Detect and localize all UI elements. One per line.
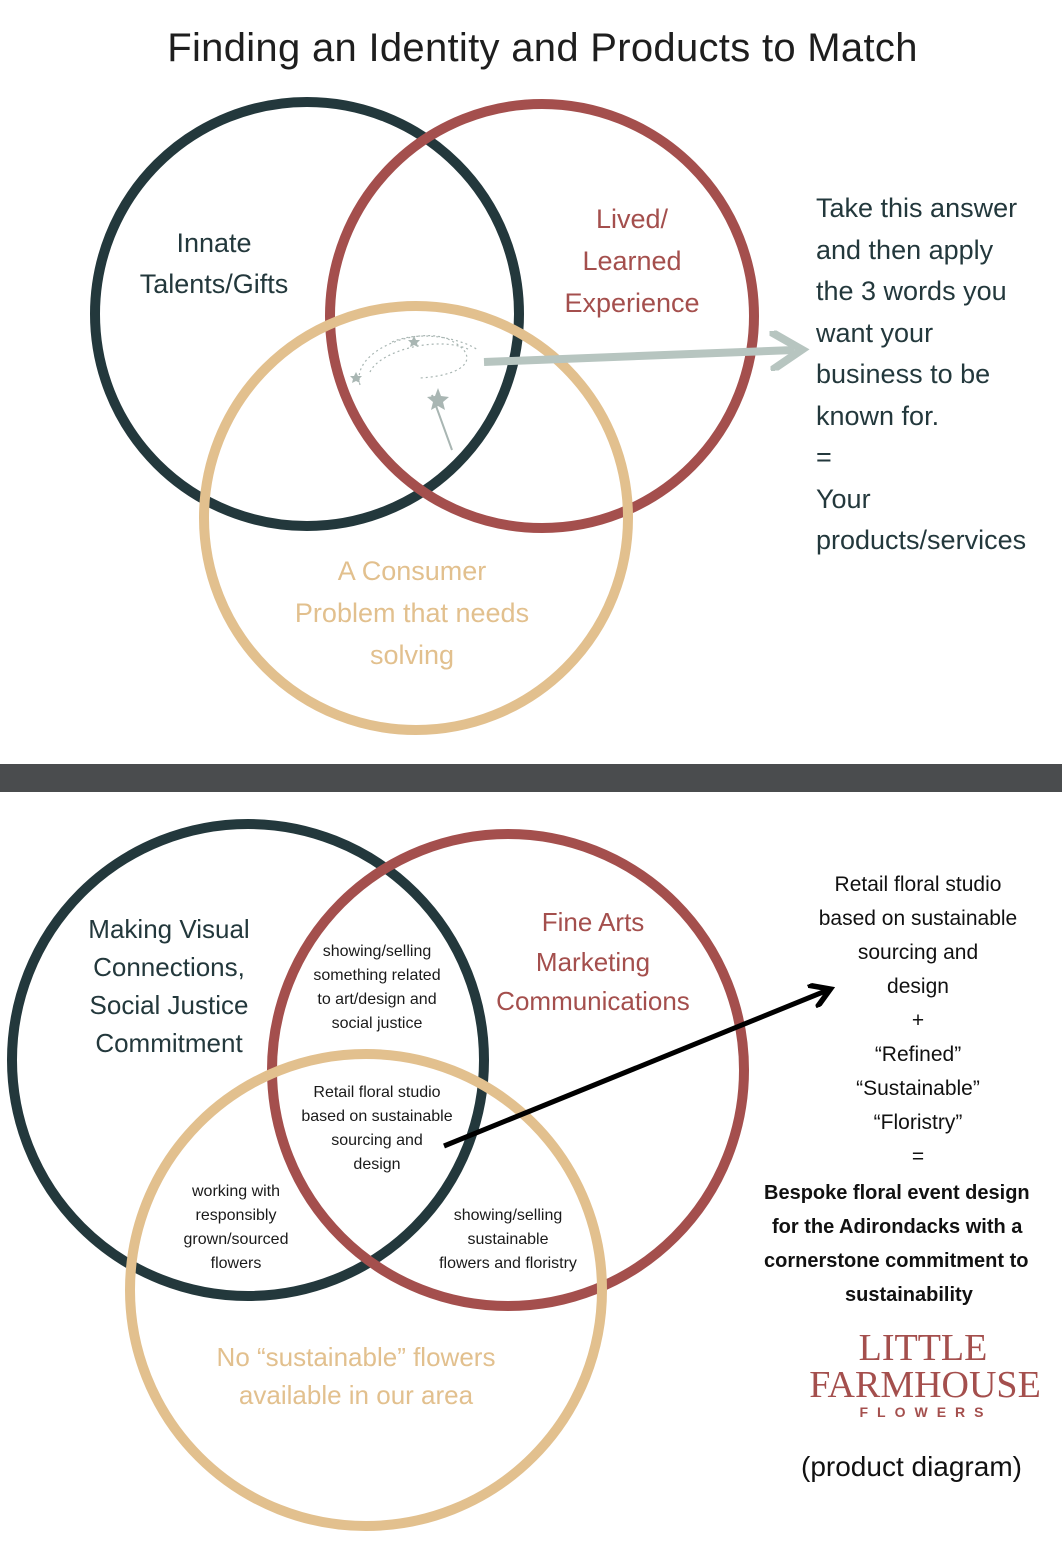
text-line: Fine Arts — [482, 903, 704, 943]
text-line: No “sustainable” flowers — [180, 1338, 532, 1376]
bottom-side-bold-text: Bespoke floral event design for the Adir… — [764, 1176, 1062, 1312]
text-line: sustainable — [426, 1228, 590, 1252]
text-line: Take this answer — [816, 188, 1026, 230]
text-line: and then apply — [816, 230, 1026, 272]
text-line: “Sustainable” — [792, 1072, 1044, 1106]
label-overlap-center: Retail floral studio based on sustainabl… — [287, 1081, 467, 1177]
text-line: + — [792, 1004, 1044, 1038]
text-line: business to be — [816, 354, 1026, 396]
section-divider — [0, 764, 1062, 792]
text-line: sourcing and — [287, 1129, 467, 1153]
text-line: Experience — [532, 282, 732, 324]
text-line: Bespoke floral event design — [764, 1176, 1062, 1210]
label-fine-arts: Fine Arts Marketing Communications — [482, 903, 704, 1022]
text-line: Social Justice — [58, 986, 280, 1024]
label-making-visual-connections: Making Visual Connections, Social Justic… — [58, 910, 280, 1062]
label-consumer-problem: A Consumer Problem that needs solving — [262, 550, 562, 676]
text-line: sustainability — [764, 1278, 1062, 1312]
text-line: showing/selling — [297, 940, 457, 964]
text-line: A Consumer — [262, 550, 562, 592]
text-line: Commitment — [58, 1024, 280, 1062]
text-line: Marketing — [482, 943, 704, 983]
label-lived-experience: Lived/ Learned Experience — [532, 198, 732, 324]
text-line: known for. — [816, 396, 1026, 438]
text-line: want your — [816, 313, 1026, 355]
text-line: “Refined” — [792, 1038, 1044, 1072]
text-line: Connections, — [58, 948, 280, 986]
text-line: showing/selling — [426, 1204, 590, 1228]
text-line: Learned — [532, 240, 732, 282]
text-line: something related — [297, 964, 457, 988]
text-line: Retail floral studio — [287, 1081, 467, 1105]
text-line: sourcing and — [792, 936, 1044, 970]
text-line: Lived/ — [532, 198, 732, 240]
logo-line: FARMHOUSE — [780, 1366, 1062, 1404]
text-line: cornerstone commitment to — [764, 1244, 1062, 1278]
text-line: flowers — [166, 1252, 306, 1276]
text-line: based on sustainable — [792, 902, 1044, 936]
label-no-sustainable-flowers: No “sustainable” flowers available in ou… — [180, 1338, 532, 1414]
text-line: “Floristry” — [792, 1106, 1044, 1140]
logo-line: FLOWERS — [780, 1404, 1062, 1420]
text-line: Retail floral studio — [792, 868, 1044, 902]
text-line: Innate — [114, 223, 314, 264]
text-line: design — [792, 970, 1044, 1004]
text-line: to art/design and — [297, 988, 457, 1012]
text-line: responsibly — [166, 1204, 306, 1228]
text-line: Problem that needs — [262, 592, 562, 634]
text-line: design — [287, 1153, 467, 1177]
text-line: Making Visual — [58, 910, 280, 948]
text-line: for the Adirondacks with a — [764, 1210, 1062, 1244]
text-line: the 3 words you — [816, 271, 1026, 313]
text-line: = — [792, 1140, 1044, 1174]
label-overlap-sustainable-floristry: showing/selling sustainable flowers and … — [426, 1204, 590, 1276]
logo-line: LITTLE — [780, 1330, 1062, 1366]
text-line: products/services — [816, 520, 1026, 562]
product-diagram-caption: (product diagram) — [801, 1451, 1022, 1483]
text-line: based on sustainable — [287, 1105, 467, 1129]
label-overlap-art-justice: showing/selling something related to art… — [297, 940, 457, 1036]
little-farmhouse-logo: LITTLE FARMHOUSE FLOWERS — [780, 1330, 1062, 1420]
label-innate-talents: Innate Talents/Gifts — [114, 223, 314, 305]
text-line: working with — [166, 1180, 306, 1204]
text-line: flowers and floristry — [426, 1252, 590, 1276]
text-line: solving — [262, 634, 562, 676]
text-line: grown/sourced — [166, 1228, 306, 1252]
text-line: Talents/Gifts — [114, 264, 314, 305]
bottom-side-text: Retail floral studio based on sustainabl… — [792, 868, 1044, 1174]
text-line: Your — [816, 479, 1026, 521]
text-line: Communications — [482, 982, 704, 1022]
text-line: available in our area — [180, 1376, 532, 1414]
text-line: = — [816, 437, 1026, 479]
text-line: social justice — [297, 1012, 457, 1036]
label-overlap-responsibly-grown: working with responsibly grown/sourced f… — [166, 1180, 306, 1276]
top-side-text: Take this answer and then apply the 3 wo… — [816, 188, 1026, 562]
